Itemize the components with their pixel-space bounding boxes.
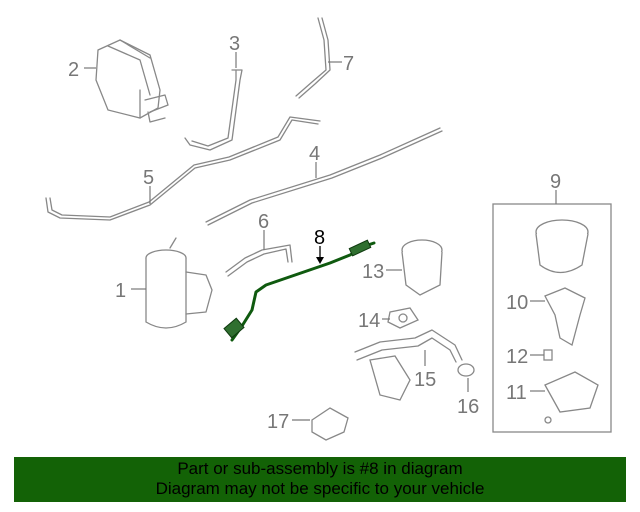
- part-15-air-pipe[interactable]: [354, 329, 463, 401]
- callout-15: 15: [414, 369, 436, 391]
- callout-16: 16: [457, 396, 479, 418]
- part-13-converter[interactable]: [401, 239, 443, 296]
- part-4-pipe[interactable]: [205, 127, 443, 226]
- part-10-bracket[interactable]: [544, 287, 586, 346]
- part-11-mount[interactable]: [544, 371, 599, 424]
- callout-12: 12: [506, 346, 528, 368]
- part-3-pipe[interactable]: [184, 69, 243, 151]
- callout-6: 6: [258, 211, 269, 233]
- part-6-pipe[interactable]: [225, 244, 293, 277]
- part-17-sensor[interactable]: [311, 407, 349, 441]
- banner-line-2: Diagram may not be specific to your vehi…: [155, 479, 485, 498]
- callout-8: 8: [314, 227, 325, 249]
- callout-10: 10: [506, 292, 528, 314]
- part-12-bolt[interactable]: [543, 349, 553, 361]
- callout-13: 13: [362, 261, 384, 283]
- part-8-oxygen-sensor[interactable]: [223, 239, 376, 342]
- part-7-pipe[interactable]: [295, 17, 331, 99]
- part-2-canister[interactable]: [95, 39, 169, 123]
- part-9-group-box: [492, 203, 612, 433]
- part-14-gasket[interactable]: [387, 307, 419, 329]
- info-banner: Part or sub-assembly is #8 in diagram Di…: [14, 457, 626, 502]
- part-9-air-pump[interactable]: [535, 219, 589, 274]
- part-16-clamp[interactable]: [457, 363, 475, 377]
- callout-17: 17: [267, 411, 289, 433]
- callout-3: 3: [229, 33, 240, 55]
- callout-11: 11: [506, 382, 527, 404]
- banner-line-1: Part or sub-assembly is #8 in diagram: [177, 459, 463, 478]
- callout-14: 14: [358, 310, 380, 332]
- callout-1: 1: [115, 280, 126, 302]
- callout-7: 7: [343, 53, 354, 75]
- callout-4: 4: [309, 143, 320, 165]
- callout-2: 2: [68, 59, 79, 81]
- part-1-canister[interactable]: [145, 237, 213, 329]
- callout-5: 5: [143, 167, 154, 189]
- callout-9: 9: [550, 171, 561, 193]
- part-5-pipe[interactable]: [45, 116, 321, 221]
